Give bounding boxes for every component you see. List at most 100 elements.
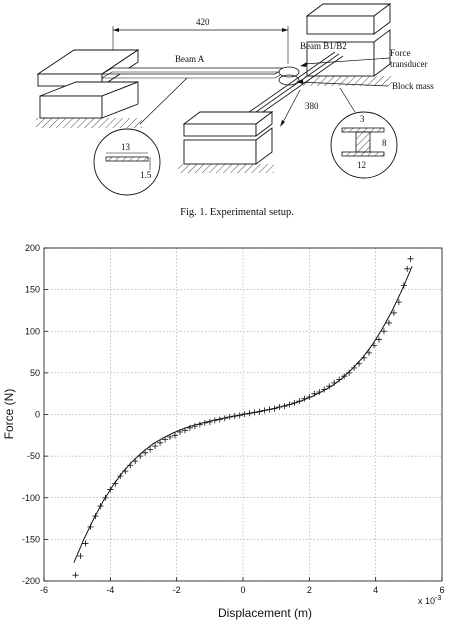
data-point: [122, 468, 129, 475]
data-point: [102, 494, 109, 501]
data-point: [390, 309, 397, 316]
right-clamp: [300, 3, 392, 86]
beam-b-cross-section-detail: 3 8 12: [330, 87, 398, 179]
data-point: [336, 376, 343, 383]
data-point: [266, 406, 273, 413]
data-point: [395, 299, 402, 306]
dim-13-label: 13: [121, 142, 131, 152]
data-point: [356, 360, 363, 367]
data-point: [216, 416, 223, 423]
data-point: [127, 462, 134, 469]
data-point: [351, 364, 358, 371]
dimension-420: 420: [112, 17, 289, 64]
y-tick-label: -50: [27, 451, 40, 461]
data-point: [112, 480, 119, 487]
left-clamp: [36, 49, 142, 128]
data-point: [92, 513, 99, 520]
data-point: [256, 408, 263, 415]
transducer-label: transducer: [390, 59, 427, 69]
data-point: [107, 486, 114, 493]
dim-420-label: 420: [196, 17, 210, 27]
y-tick-label: -100: [22, 493, 40, 503]
data-point: [236, 412, 243, 419]
experimental-setup-diagram: 420 Beam A Beam B1/B2: [36, 3, 434, 196]
data-point: [306, 394, 313, 401]
data-point: [311, 390, 318, 397]
data-point: [321, 386, 328, 393]
x-tick-label: 0: [240, 585, 245, 595]
data-point: [221, 415, 228, 422]
y-tick-label: -200: [22, 576, 40, 586]
data-point: [385, 319, 392, 326]
data-point: [157, 439, 164, 446]
y-tick-label: -150: [22, 534, 40, 544]
data-point: [375, 336, 382, 343]
y-tick-label: 200: [25, 243, 40, 253]
force-transducer-callout: Force transducer: [300, 48, 427, 69]
beam-a-label: Beam A: [175, 54, 205, 64]
x-multiplier-exponent: -3: [435, 595, 441, 602]
data-point: [201, 419, 208, 426]
data-point: [276, 404, 283, 411]
data-point: [82, 540, 89, 547]
y-tick-label: 0: [35, 410, 40, 420]
data-point: [191, 423, 198, 430]
data-point: [72, 572, 79, 579]
x-tick-label: -6: [40, 585, 48, 595]
data-point: [231, 413, 238, 420]
dim-380-label: 380: [305, 101, 319, 111]
data-point: [296, 398, 303, 405]
data-point: [251, 409, 258, 416]
data-point: [226, 413, 233, 420]
x-tick-label: 6: [439, 585, 444, 595]
data-point: [167, 433, 174, 440]
data-point: [400, 282, 407, 289]
data-point: [117, 473, 124, 480]
data-point: [181, 427, 188, 434]
data-point: [142, 449, 149, 456]
data-point: [152, 443, 159, 450]
dimension-380: 380: [280, 89, 319, 127]
x-multiplier-base: x 10: [418, 596, 435, 606]
data-point: [87, 523, 94, 530]
x-tick-label: -2: [173, 585, 181, 595]
beam-a-cross-section-detail: 13 1.5: [93, 77, 188, 196]
data-point: [281, 403, 288, 410]
dim-1-5-label: 1.5: [140, 170, 152, 180]
x-tick-label: 2: [307, 585, 312, 595]
data-point: [301, 395, 308, 402]
force-label: Force: [390, 48, 411, 58]
x-tick-label: -4: [106, 585, 114, 595]
data-point: [196, 421, 203, 428]
beam-b-label: Beam B1/B2: [300, 41, 347, 51]
data-point: [331, 379, 338, 386]
data-point: [371, 342, 378, 349]
data-point: [206, 418, 213, 425]
data-point: [261, 407, 268, 414]
x-tick-label: 4: [373, 585, 378, 595]
data-point: [97, 503, 104, 510]
data-point: [132, 458, 139, 465]
data-point: [176, 428, 183, 435]
data-series: [72, 255, 414, 579]
data-point: [246, 410, 253, 417]
y-axis-title: Force (N): [2, 389, 16, 440]
data-point: [211, 417, 218, 424]
x-axis-multiplier: x 10-3: [418, 595, 441, 606]
data-point: [286, 401, 293, 408]
dim-8-label: 8: [382, 138, 387, 148]
data-point: [341, 373, 348, 380]
data-point: [346, 369, 353, 376]
dim-12-label: 12: [357, 160, 366, 170]
data-point: [291, 399, 298, 406]
data-point: [361, 354, 368, 361]
data-point: [241, 411, 248, 418]
y-tick-label: 100: [25, 326, 40, 336]
data-point: [186, 424, 193, 431]
data-point: [404, 265, 411, 272]
data-point: [380, 328, 387, 335]
block-mass-callout: Block mass: [296, 79, 434, 91]
data-point: [366, 349, 373, 356]
y-tick-label: 50: [30, 368, 40, 378]
